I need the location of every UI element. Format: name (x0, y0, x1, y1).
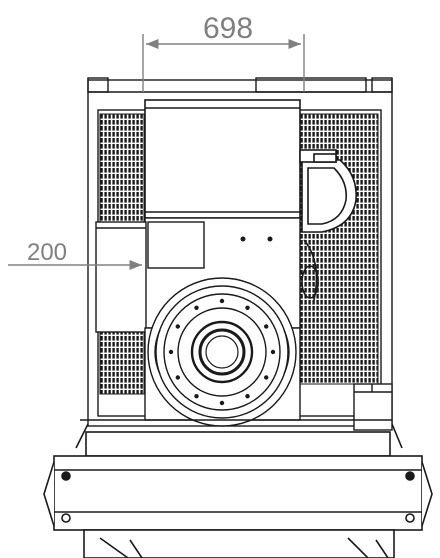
engine-upper-block (144, 99, 301, 219)
flange-bolt (270, 349, 276, 355)
flange-bolt (264, 375, 269, 380)
dimension-width-label: 698 (203, 12, 253, 45)
flange-bolt (175, 375, 180, 380)
flange-bolt (219, 298, 225, 304)
exhaust-pipe (299, 149, 357, 301)
flange-bolt (219, 400, 225, 406)
flange-bolt (245, 394, 250, 399)
side-air-box (95, 221, 147, 333)
flange-bolt (194, 305, 199, 310)
flange-bolt (264, 324, 269, 329)
flange-bolt (168, 349, 174, 355)
dimension-width (142, 34, 305, 92)
flange-bolt (175, 324, 180, 329)
flange-bolt (245, 305, 250, 310)
flange-bolt-ring (168, 298, 276, 406)
dimension-offset-label: 200 (27, 239, 67, 266)
flange-bolt (194, 394, 199, 399)
base-frame (43, 419, 433, 558)
control-box (353, 383, 393, 431)
